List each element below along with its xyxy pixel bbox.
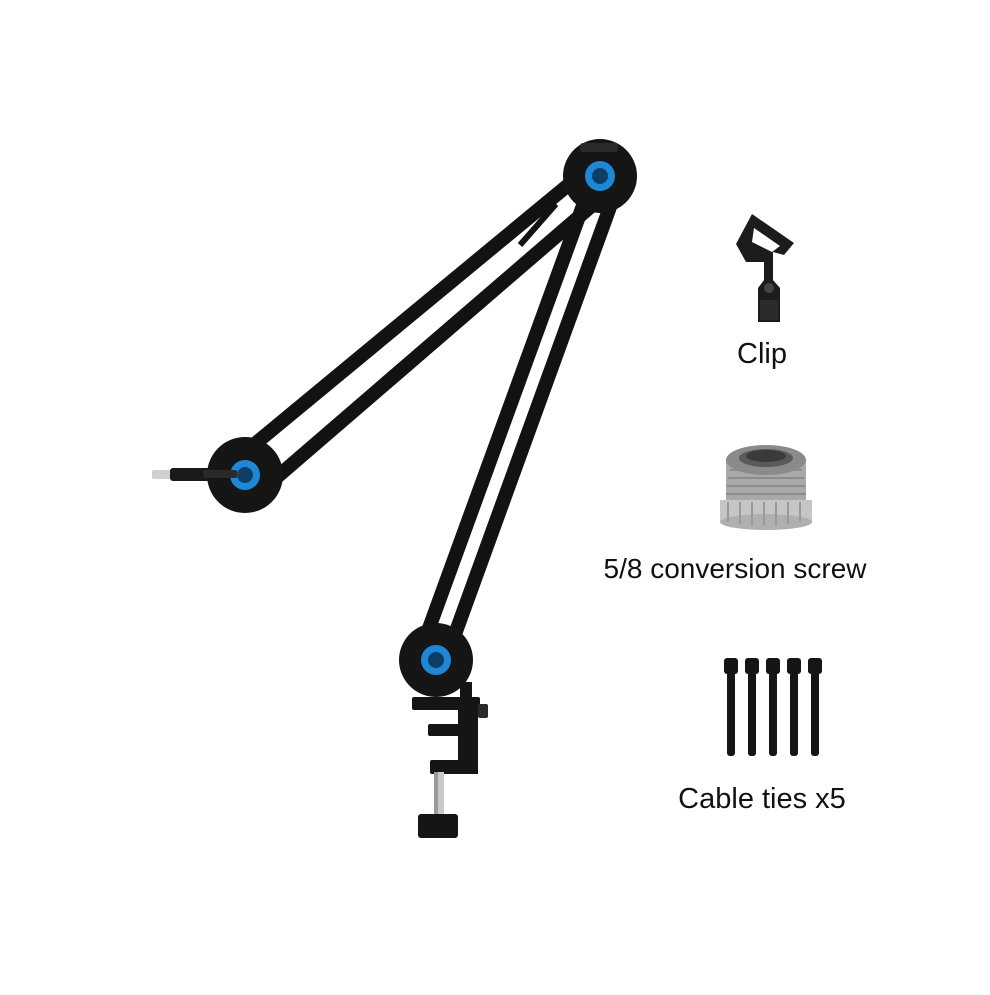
boom-arm-icon <box>152 139 637 838</box>
cable-ties-icon <box>724 658 822 756</box>
top-joint <box>563 139 637 213</box>
cable-tie <box>766 658 780 756</box>
cable-tie <box>724 658 738 756</box>
lower-arm <box>417 189 621 655</box>
cable-tie <box>787 658 801 756</box>
clip-label: Clip <box>737 338 787 370</box>
upper-arm <box>226 160 617 497</box>
cable-ties-label: Cable ties x5 <box>678 783 846 815</box>
left-joint <box>152 437 283 513</box>
cable-tie <box>808 658 822 756</box>
screw-label: 5/8 conversion screw <box>603 553 867 584</box>
bottom-joint <box>399 623 473 697</box>
mic-clip-icon <box>736 214 794 322</box>
conversion-screw-icon <box>720 445 812 530</box>
desk-clamp <box>412 682 488 838</box>
cable-tie <box>745 658 759 756</box>
